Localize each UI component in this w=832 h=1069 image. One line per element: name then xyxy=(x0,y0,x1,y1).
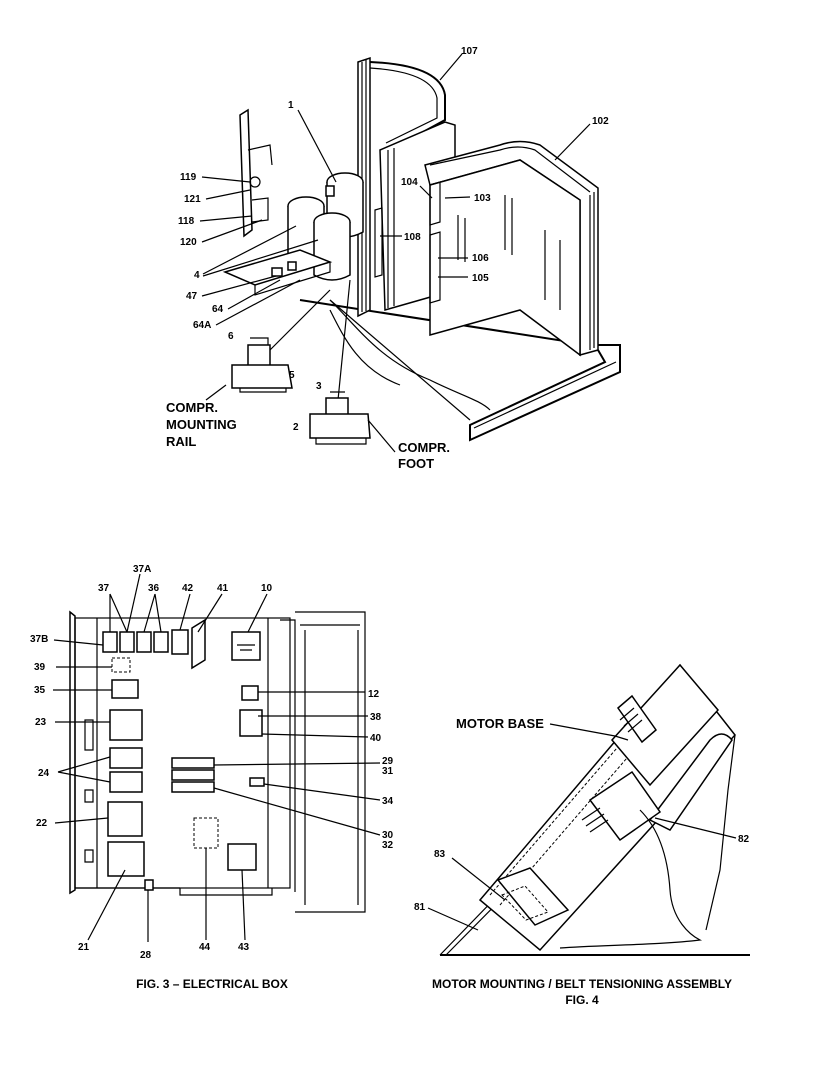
callout-108: 108 xyxy=(404,232,421,243)
callout-12: 12 xyxy=(368,689,380,700)
callout-43: 43 xyxy=(238,942,250,953)
callout-22: 22 xyxy=(36,818,48,829)
motor-mounting-drawing xyxy=(439,663,750,956)
callout-29: 29 xyxy=(382,756,394,767)
callout-32: 32 xyxy=(382,840,394,851)
callout-31: 31 xyxy=(382,766,394,777)
compr-foot-label-2: FOOT xyxy=(398,456,434,471)
compr-rail-label-2: MOUNTING xyxy=(166,417,237,432)
fig4-caption-line1: MOTOR MOUNTING / BELT TENSIONING ASSEMBL… xyxy=(432,977,732,991)
fig3-caption: FIG. 3 – ELECTRICAL BOX xyxy=(136,977,288,991)
callout-36: 36 xyxy=(148,583,160,594)
top-leaders xyxy=(199,53,591,401)
callout-44: 44 xyxy=(199,942,211,953)
callout-2: 2 xyxy=(293,422,299,433)
callout-40: 40 xyxy=(370,733,382,744)
callout-35: 35 xyxy=(34,685,46,696)
callout-118: 118 xyxy=(178,216,195,227)
callout-23: 23 xyxy=(35,717,47,728)
callout-24: 24 xyxy=(38,768,50,779)
callout-120: 120 xyxy=(180,237,197,248)
callout-5: 5 xyxy=(289,370,295,381)
callout-4: 4 xyxy=(194,270,200,281)
callout-102: 102 xyxy=(592,116,609,127)
motor-base-label: MOTOR BASE xyxy=(456,716,544,731)
callout-82: 82 xyxy=(738,834,750,845)
callout-34: 34 xyxy=(382,796,394,807)
callout-37b: 37B xyxy=(30,634,48,645)
callout-38: 38 xyxy=(370,712,382,723)
callout-30: 30 xyxy=(382,830,394,841)
callout-1: 1 xyxy=(288,100,294,111)
callout-47: 47 xyxy=(186,291,198,302)
fig3-callouts: 37A 37 36 42 41 10 37B 39 35 12 23 38 40… xyxy=(30,564,394,961)
callout-3: 3 xyxy=(316,381,322,392)
callout-105: 105 xyxy=(472,273,489,284)
callout-21: 21 xyxy=(78,942,90,953)
callout-6: 6 xyxy=(228,331,234,342)
callout-39: 39 xyxy=(34,662,46,673)
callout-104: 104 xyxy=(401,177,418,188)
compr-foot-label-1: COMPR. xyxy=(398,440,450,455)
callout-64: 64 xyxy=(212,304,224,315)
fig3-leaders xyxy=(53,573,381,942)
callout-28: 28 xyxy=(140,950,152,961)
top-callouts: 107 1 102 119 104 121 103 118 108 120 10… xyxy=(178,46,609,433)
unit-assembly-drawing xyxy=(222,56,621,442)
compressor-foot-detail xyxy=(309,391,396,453)
callout-42: 42 xyxy=(182,583,194,594)
callout-37a: 37A xyxy=(133,564,151,575)
electrical-box-drawing xyxy=(69,610,366,913)
callout-81: 81 xyxy=(414,902,426,913)
callout-83: 83 xyxy=(434,849,446,860)
callout-107: 107 xyxy=(461,46,478,57)
callout-103: 103 xyxy=(474,193,491,204)
callout-121: 121 xyxy=(184,194,201,205)
fig4-leaders xyxy=(427,723,737,931)
callout-41: 41 xyxy=(217,583,229,594)
callout-10: 10 xyxy=(261,583,273,594)
compr-rail-label-3: RAIL xyxy=(166,434,196,449)
compressor-rail-detail xyxy=(205,337,293,401)
fig4-caption-line2: FIG. 4 xyxy=(565,993,599,1007)
callout-119: 119 xyxy=(180,172,197,183)
compr-rail-label-1: COMPR. xyxy=(166,400,218,415)
callout-37: 37 xyxy=(98,583,110,594)
callout-64a: 64A xyxy=(193,320,211,331)
callout-106: 106 xyxy=(472,253,489,264)
